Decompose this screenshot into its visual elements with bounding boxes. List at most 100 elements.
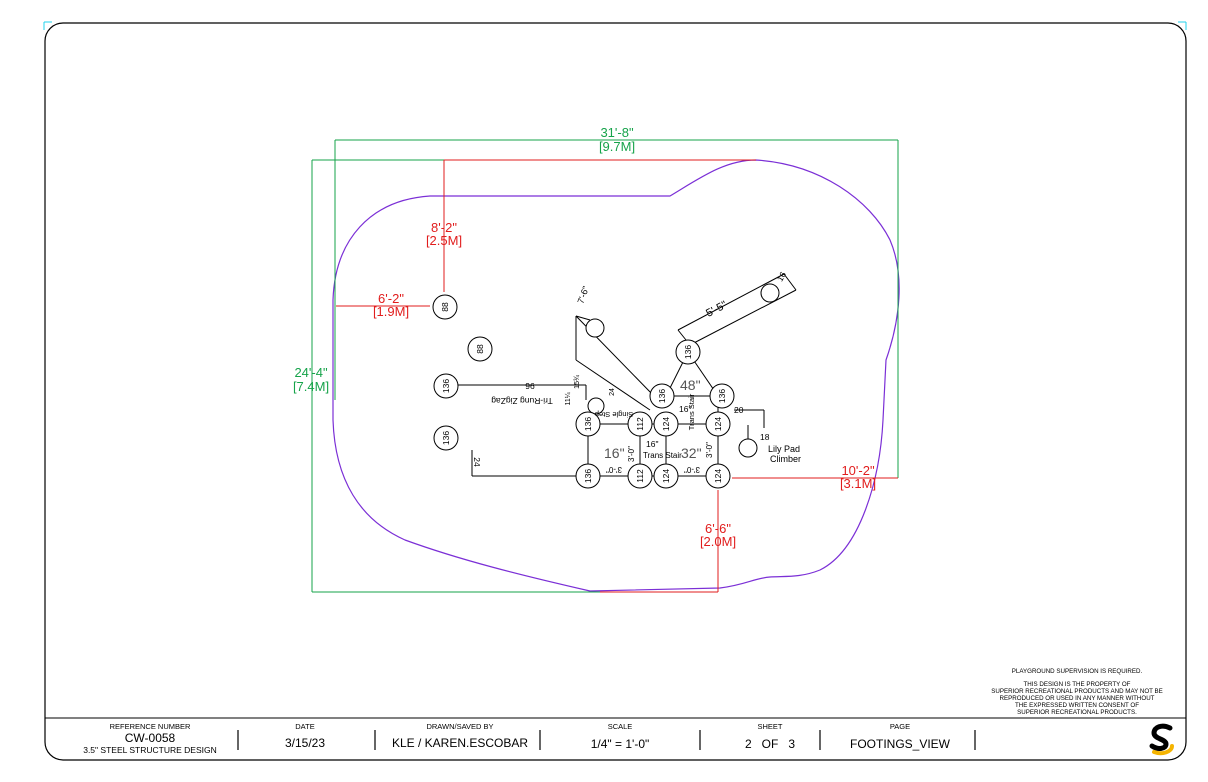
slide-end-circle-left <box>585 318 605 338</box>
trans-stair-lower-label: Trans Stair <box>643 451 682 460</box>
top-clearance-imperial: 8'-2" <box>431 220 457 235</box>
date-label: DATE <box>295 722 315 731</box>
post-label: 136 <box>657 389 667 403</box>
property-note-2: SUPERIOR RECREATIONAL PRODUCTS AND MAY N… <box>991 688 1163 695</box>
trans-stair-upper-label: Trans Stair <box>687 393 696 430</box>
legal-notes: PLAYGROUND SUPERVISION IS REQUIRED. THIS… <box>972 668 1182 716</box>
post-136-g <box>575 463 601 489</box>
overall-width-imperial: 31'-8" <box>600 125 634 140</box>
post-label: 136 <box>441 379 451 393</box>
lily-pad-label: Lily Pad <box>768 444 800 454</box>
post-88-b <box>467 336 493 362</box>
slide-length-left: 7'-6" <box>575 285 591 305</box>
span-24: 24 <box>472 457 482 467</box>
deck-height-48: 48" <box>680 377 701 393</box>
post-label: 136 <box>583 417 593 431</box>
bottom-clearance-metric: [2.0M] <box>700 534 736 549</box>
zigzag-label: Tri-Rung ZigZag <box>491 396 553 406</box>
left-clearance-metric: [1.9M] <box>373 304 409 319</box>
deck-height-32: 32" <box>681 445 702 461</box>
single-step-circle <box>587 397 605 415</box>
drawn-by-value: KLE / KAREN.ESCOBAR <box>391 736 529 750</box>
right-clearance-imperial: 10'-2" <box>841 463 875 478</box>
trans-stair-upper-height: 16" <box>679 404 691 414</box>
date-value: 3/15/23 <box>284 736 326 750</box>
deck-span-3-0-right: 3'-0" <box>705 442 714 458</box>
small-dim-15: 15¾ <box>574 375 581 389</box>
sheet-border <box>44 22 1187 761</box>
post-label: 124 <box>713 469 723 483</box>
scale-value: 1/4" = 1'-0" <box>590 737 650 751</box>
top-clearance-metric: [2.5M] <box>426 233 462 248</box>
lily-pad-circle <box>738 438 758 458</box>
post-label: 112 <box>635 469 645 483</box>
use-zone-boundary <box>332 159 900 592</box>
small-dim-11: 11¼ <box>565 392 572 405</box>
slide-top-16: 16 <box>775 270 789 283</box>
property-note-1: THIS DESIGN IS THE PROPERTY OF <box>1023 681 1131 688</box>
deck-span-3-0-bottom-right: 3'-0" <box>684 465 700 474</box>
left-clearance-imperial: 6'-2" <box>378 291 404 306</box>
single-step-label: Single Step <box>595 410 633 419</box>
post-124-c <box>705 411 731 437</box>
scale-label: SCALE <box>607 722 633 731</box>
sheet-value: 2 OF 3 <box>744 737 795 751</box>
slide-end-circle-right <box>760 283 780 303</box>
overall-depth-metric: [7.4M] <box>293 379 329 394</box>
overall-width-metric: [9.7M] <box>599 139 635 154</box>
post-label: 136 <box>441 431 451 445</box>
span-96: 96 <box>525 381 535 391</box>
overall-dimensions <box>311 139 899 593</box>
post-label: 136 <box>683 345 693 359</box>
post-124-d <box>705 463 731 489</box>
post-label: 88 <box>440 302 450 312</box>
right-clearance-metric: [3.1M] <box>840 476 876 491</box>
post-136-b <box>433 425 459 451</box>
trans-stair-lower-height: 16" <box>646 439 658 449</box>
small-dim-24: 24 <box>609 388 616 396</box>
lily-pad-climber-label: Climber <box>770 454 801 464</box>
corner-mark-top-left <box>43 21 52 30</box>
post-112-b <box>627 463 653 489</box>
post-label: 136 <box>583 469 593 483</box>
superior-s-logo-icon <box>1149 723 1174 756</box>
drawn-by-label: DRAWN/SAVED BY <box>426 722 494 731</box>
posts <box>432 294 735 489</box>
bottom-clearance-imperial: 6'-6" <box>705 521 731 536</box>
deck-span-3-0-bottom-left: 3'-0" <box>606 465 622 474</box>
post-label: 112 <box>635 417 645 431</box>
post-136-c <box>675 339 701 365</box>
post-112-a <box>627 411 653 437</box>
post-label: 124 <box>713 417 723 431</box>
reference-number-subtitle: 3.5" STEEL STRUCTURE DESIGN <box>83 745 217 755</box>
post-136-a <box>433 373 459 399</box>
page-label: PAGE <box>889 722 911 731</box>
reference-number-label: REFERENCE NUMBER <box>109 722 191 731</box>
page-value: FOOTINGS_VIEW <box>849 737 950 751</box>
sheet-label: SHEET <box>757 722 783 731</box>
post-88-a <box>432 294 458 320</box>
post-136-f <box>575 411 601 437</box>
slide-length-right: 5'-5" <box>704 299 729 320</box>
post-label: 124 <box>661 469 671 483</box>
reference-number-value: CW-0058 <box>124 731 176 745</box>
post-label: 88 <box>475 344 485 354</box>
supervision-note: PLAYGROUND SUPERVISION IS REQUIRED. <box>1011 668 1143 675</box>
post-136-d <box>649 383 675 409</box>
clearance-dimensions <box>336 159 898 593</box>
property-note-5: SUPERIOR RECREATIONAL PRODUCTS. <box>1017 709 1137 716</box>
overall-depth-imperial: 24'-4" <box>294 365 328 380</box>
post-label: 124 <box>661 417 671 431</box>
deck-height-16: 16" <box>604 445 625 461</box>
property-note-4: THE EXPRESSED WRITTEN CONSENT OF <box>1015 702 1139 709</box>
corner-mark-top-right <box>1178 21 1187 30</box>
post-label: 136 <box>717 389 727 403</box>
post-136-e <box>709 383 735 409</box>
post-124-a <box>653 411 679 437</box>
deck-span-3-0-left: 3'-0" <box>627 446 636 462</box>
property-note-3: REPRODUCED OR USED IN ANY MANNER WITHOUT <box>999 695 1155 702</box>
post-124-b <box>653 463 679 489</box>
span-18: 18 <box>760 432 770 442</box>
span-20: 20 <box>734 405 744 415</box>
